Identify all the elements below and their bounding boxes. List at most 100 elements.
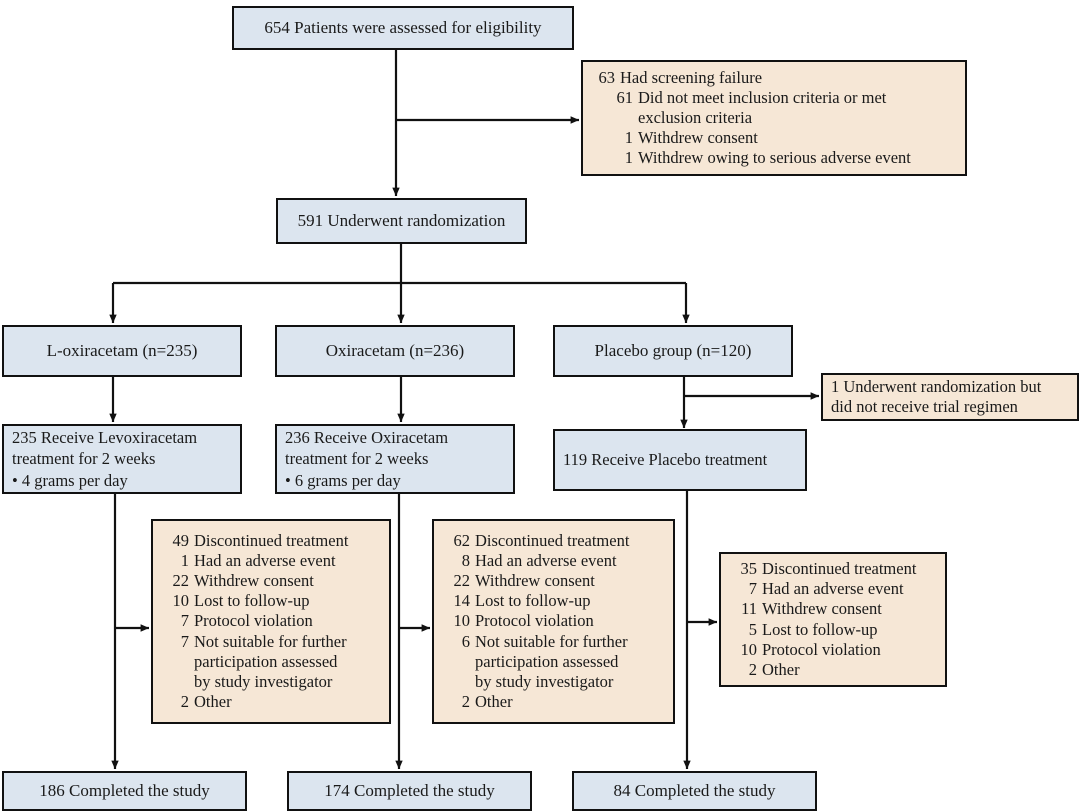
completed-label: 174 Completed the study: [324, 781, 495, 801]
arm-title: Placebo group (n=120): [594, 341, 752, 361]
treatment-line: 235 Receive Levoxiracetam: [12, 427, 198, 447]
node-not-received-regimen: 1 Underwent randomization but did not re…: [821, 373, 1079, 421]
item-count: 14: [453, 591, 471, 611]
item-text: Lost to follow-up: [194, 591, 310, 611]
item-count: 22: [453, 571, 471, 591]
item-count: 2: [180, 691, 189, 711]
screening-failure-list: 63 Had screening failure 61 Did not meet…: [583, 63, 965, 173]
item-text: Lost to follow-up: [475, 591, 591, 611]
item-count: 1: [180, 551, 189, 571]
treatment-line: 119 Receive Placebo treatment: [563, 450, 768, 470]
item-count: 2: [461, 691, 470, 711]
item-text: Withdrew consent: [194, 571, 314, 591]
item-text: Had an adverse event: [762, 579, 904, 599]
not-received-label: 1 Underwent randomization but did not re…: [831, 377, 1042, 416]
randomized-label: 591 Underwent randomization: [297, 211, 506, 231]
item-count: 2: [748, 659, 757, 679]
node-assessed-for-eligibility: 654 Patients were assessed for eligibili…: [232, 6, 574, 50]
treatment-line: treatment for 2 weeks: [285, 449, 429, 469]
item-count: 22: [172, 571, 190, 591]
item-count: 7: [180, 631, 189, 651]
node-completed-placebo: 84 Completed the study: [572, 771, 817, 811]
item-text: Protocol violation: [194, 611, 313, 631]
item-text: Had screening failure: [620, 67, 763, 87]
node-completed-l-oxiracetam: 186 Completed the study: [2, 771, 247, 811]
item-text: Discontinued treatment: [762, 559, 917, 579]
item-count: 10: [453, 611, 471, 631]
node-underwent-randomization: 591 Underwent randomization: [276, 198, 527, 244]
item-count: 62: [453, 531, 471, 551]
item-count: 6: [461, 631, 470, 651]
treatment-line: • 4 grams per day: [12, 470, 128, 490]
item-text: Not suitable for further participation a…: [194, 631, 347, 691]
item-text: Other: [194, 691, 232, 711]
treatment-line: • 6 grams per day: [285, 470, 401, 490]
item-count: 63: [598, 67, 616, 87]
node-treatment-oxiracetam: 236 Receive Oxiracetam treatment for 2 w…: [275, 424, 515, 494]
item-text: Withdrew consent: [638, 128, 758, 148]
node-arm-title-l-oxiracetam: L-oxiracetam (n=235): [2, 325, 242, 377]
item-text: Withdrew consent: [762, 599, 882, 619]
item-text: Lost to follow-up: [762, 619, 878, 639]
node-completed-oxiracetam: 174 Completed the study: [287, 771, 532, 811]
item-text: Had an adverse event: [194, 551, 336, 571]
list-item: 63 Had screening failure: [591, 68, 959, 88]
node-screening-failure: 63 Had screening failure 61 Did not meet…: [581, 60, 967, 176]
item-count: 10: [172, 591, 190, 611]
node-treatment-placebo: 119 Receive Placebo treatment: [553, 429, 807, 491]
arm-title: Oxiracetam (n=236): [325, 341, 465, 361]
completed-label: 186 Completed the study: [39, 781, 210, 801]
item-count: 7: [180, 611, 189, 631]
item-text: Other: [762, 659, 800, 679]
item-text: Discontinued treatment: [194, 531, 349, 551]
node-arm-title-oxiracetam: Oxiracetam (n=236): [275, 325, 515, 377]
item-text: Protocol violation: [475, 611, 594, 631]
item-count: 7: [748, 579, 757, 599]
item-count: 1: [624, 148, 633, 168]
node-treatment-l-oxiracetam: 235 Receive Levoxiracetam treatment for …: [2, 424, 242, 494]
item-text: Other: [475, 691, 513, 711]
completed-label: 84 Completed the study: [613, 781, 776, 801]
item-count: 49: [172, 531, 190, 551]
list-item: 1 Withdrew consent: [591, 128, 959, 148]
item-text: Withdrew owing to serious adverse event: [638, 148, 911, 168]
item-count: 11: [741, 599, 757, 619]
item-count: 5: [748, 619, 757, 639]
treatment-line: 236 Receive Oxiracetam: [285, 427, 449, 447]
item-text: Had an adverse event: [475, 551, 617, 571]
item-count: 10: [740, 639, 758, 659]
item-text: Not suitable for further participation a…: [475, 631, 628, 691]
arm-title: L-oxiracetam (n=235): [46, 341, 198, 361]
item-text: Withdrew consent: [475, 571, 595, 591]
list-item: 1 Withdrew owing to serious adverse even…: [591, 148, 959, 168]
item-count: 35: [740, 559, 758, 579]
item-text: Protocol violation: [762, 639, 881, 659]
assessed-label: 654 Patients were assessed for eligibili…: [264, 18, 542, 38]
list-item: 61 Did not meet inclusion criteria or me…: [591, 88, 959, 128]
item-text: Did not meet inclusion criteria or met e…: [638, 87, 887, 127]
node-arm-title-placebo: Placebo group (n=120): [553, 325, 793, 377]
